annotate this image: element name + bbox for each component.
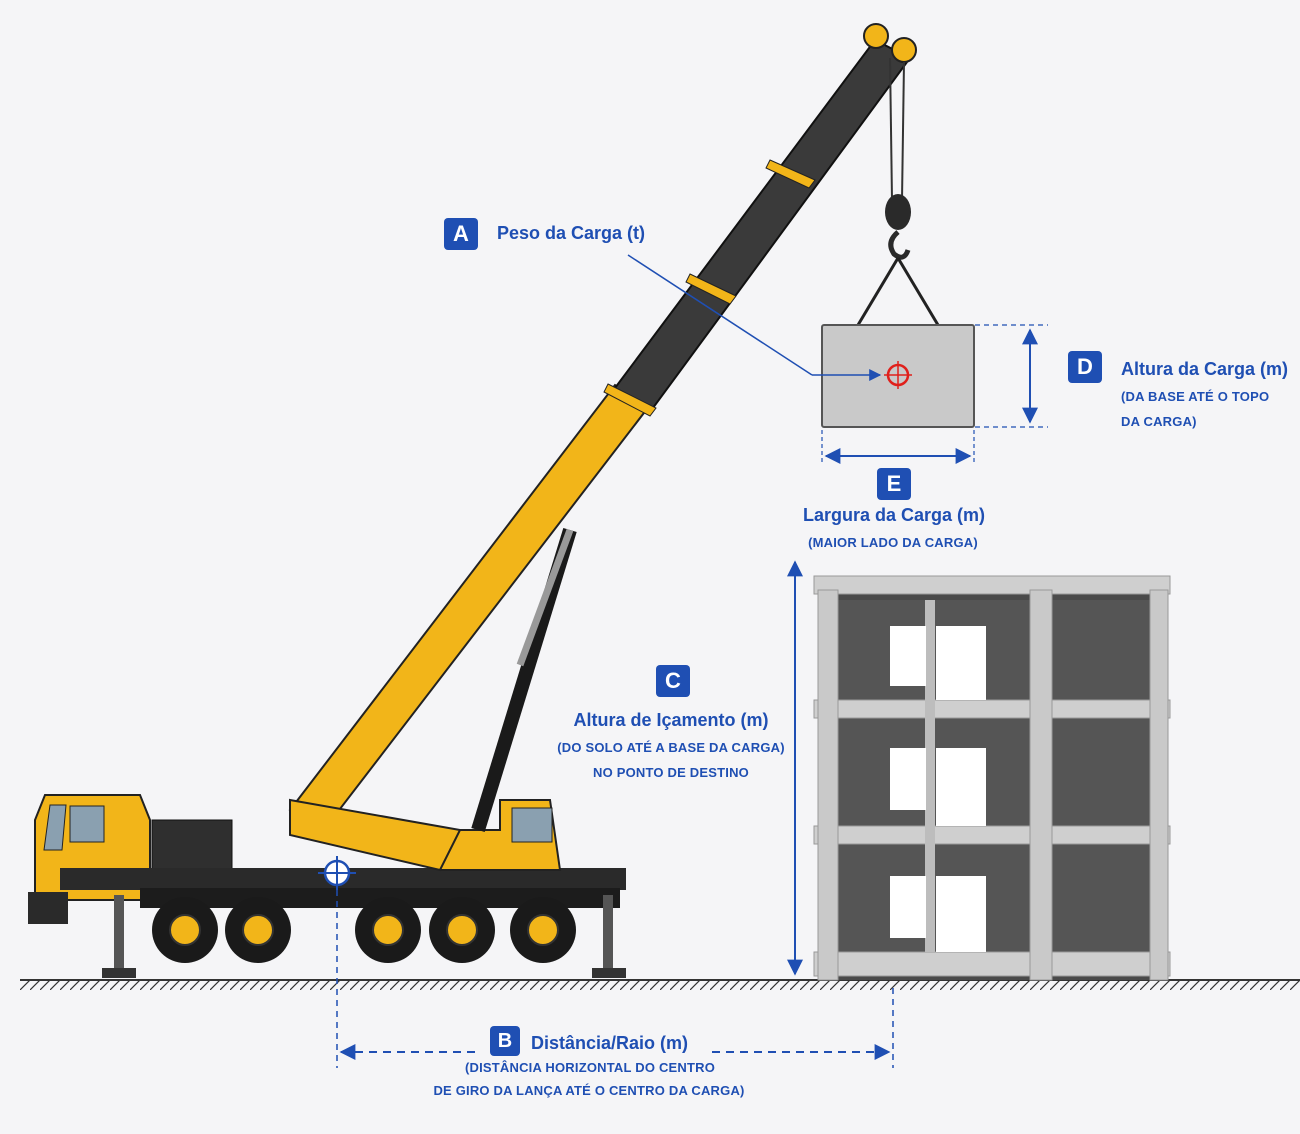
load-block — [821, 324, 975, 428]
badge-a: A — [444, 218, 478, 250]
slewing-center-marker — [318, 856, 356, 890]
building — [813, 575, 1171, 981]
badge-c: C — [656, 665, 690, 697]
crane-boom — [288, 23, 917, 872]
badge-b: B — [490, 1026, 520, 1056]
label-lift-height-sub1: (DO SOLO ATÉ A BASE DA CARGA) — [557, 740, 785, 755]
label-lift-height: Altura de Içamento (m) — [573, 710, 769, 730]
label-radius: Distância/Raio (m) — [531, 1033, 689, 1053]
label-radius-sub2: DE GIRO DA LANÇA ATÉ O CENTRO DA CARGA) — [433, 1083, 745, 1098]
label-load-width-sub1: (MAIOR LADO DA CARGA) — [808, 535, 978, 550]
ground — [20, 979, 1300, 990]
label-load-height-sub2: DA CARGA) — [1121, 414, 1197, 429]
badge-d: D — [1068, 351, 1102, 383]
label-radius-sub1: (DISTÂNCIA HORIZONTAL DO CENTRO — [464, 1060, 716, 1075]
label-load-height-sub1: (DA BASE ATÉ O TOPO — [1121, 389, 1270, 404]
label-load-width: Largura da Carga (m) — [802, 505, 986, 525]
hook-block — [856, 57, 940, 326]
label-lift-height-sub2: NO PONTO DE DESTINO — [593, 765, 749, 780]
label-load-weight: Peso da Carga (t) — [497, 223, 646, 243]
dimension-lines — [336, 254, 1048, 1068]
badge-e: E — [877, 468, 911, 500]
crane-truck — [28, 794, 626, 978]
label-load-height: Altura da Carga (m) — [1121, 359, 1289, 379]
